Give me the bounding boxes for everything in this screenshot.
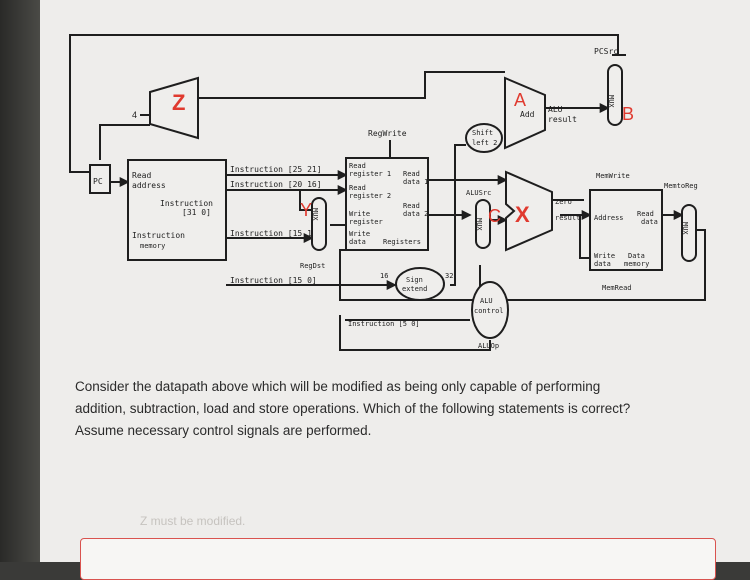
read-address-label: Read	[132, 171, 151, 180]
question-line-1: Consider the datapath above which will b…	[75, 379, 601, 394]
constant-four: 4	[132, 110, 137, 120]
answer-option-box[interactable]	[80, 538, 716, 580]
instr-25-21-label: Instruction [25 21]	[230, 165, 322, 174]
wd-label2: data	[349, 238, 366, 246]
sign-extend-label2: extend	[402, 285, 427, 293]
label-z: Z	[172, 90, 185, 115]
result-label-top: result	[548, 115, 577, 124]
instruction-memory	[127, 159, 227, 261]
read-data-label2: data	[641, 218, 658, 226]
answer-option-hint: Z must be modified.	[140, 514, 246, 528]
read-data-label: Read	[637, 210, 654, 218]
address-label: Address	[594, 214, 624, 222]
instr-5-0-label: Instruction [5 0]	[348, 320, 420, 328]
label-c: C	[488, 206, 501, 226]
data-memory-label2: memory	[624, 260, 649, 268]
add-label: Add	[520, 110, 535, 119]
shift-left-label: Shift	[472, 129, 493, 137]
label-y: Y	[300, 200, 312, 220]
pc-to-adder-wire	[99, 124, 150, 160]
mux-y	[311, 197, 327, 251]
main-alu-x	[505, 170, 553, 252]
sign-extend	[395, 267, 445, 301]
alu-control-label: ALU	[480, 297, 493, 305]
rr1-label2: register 1	[349, 170, 391, 178]
instruction-memory-label2: memory	[140, 242, 165, 250]
question-line-2: addition, subtraction, load and store op…	[75, 401, 631, 416]
datapath-diagram: PCSrc Z 4 A Add ALU result MUX B Shift l…	[69, 34, 706, 351]
wr-label2: register	[349, 218, 383, 226]
label-a: A	[514, 90, 526, 110]
alu-control	[471, 281, 509, 339]
thirtytwo-label: 32	[445, 272, 453, 280]
mux-memtoreg	[681, 204, 697, 262]
dm-write-label: Write	[594, 252, 615, 260]
branch-adder-a	[504, 76, 546, 150]
instruction-bits-label: [31 0]	[182, 208, 211, 217]
instr-15-11-label: Instruction [15 11]	[230, 229, 322, 238]
label-b: B	[622, 104, 634, 124]
memread-label: MemRead	[602, 284, 632, 292]
zero-label: Zero	[555, 198, 572, 206]
rd1-label2: data 1	[403, 178, 428, 186]
photo-shadow	[0, 0, 40, 562]
mux-memtoreg-label: MUX	[681, 222, 689, 235]
dm-write-label2: data	[594, 260, 611, 268]
mux-b	[607, 64, 623, 126]
regwrite-label: RegWrite	[368, 129, 407, 138]
instruction-out-label: Instruction	[160, 199, 213, 208]
rr1-label: Read	[349, 162, 366, 170]
data-memory	[589, 189, 663, 271]
mux-c-label: MUX	[475, 218, 483, 231]
instruction-memory-label: Instruction	[132, 231, 185, 240]
mux-b-label: MUX	[607, 95, 615, 108]
pc-label: PC	[93, 177, 103, 186]
pcsrc-label: PCSrc	[594, 47, 618, 56]
label-x: X	[515, 202, 530, 227]
rr2-label: Read	[349, 184, 366, 192]
mux-c	[475, 199, 491, 249]
memtoreg-label: MemtoReg	[664, 182, 698, 190]
aluop-label: ALUOp	[478, 342, 499, 350]
register-file	[345, 157, 429, 251]
pc-feedback-wire	[69, 34, 619, 173]
memwrite-label: MemWrite	[596, 172, 630, 180]
pc-register	[89, 164, 111, 194]
rd2-label: Read	[403, 202, 420, 210]
rd1-label: Read	[403, 170, 420, 178]
data-memory-label: Data	[628, 252, 645, 260]
read-address-label2: address	[132, 181, 166, 190]
rd2-label2: data 2	[403, 210, 428, 218]
regdst-label: RegDst	[300, 262, 325, 270]
shift-left-2	[465, 123, 503, 153]
question-line-3: Assume necessary control signals are per…	[75, 423, 372, 438]
pc-adder-z	[149, 76, 199, 140]
alu-result-label: result	[555, 214, 580, 222]
alu-control-label2: control	[474, 307, 504, 315]
instr-20-16-label: Instruction [20 16]	[230, 180, 322, 189]
sixteen-label: 16	[380, 272, 388, 280]
alu-label-top: ALU	[548, 105, 563, 114]
wd-label: Write	[349, 230, 370, 238]
branch-wire	[198, 71, 505, 99]
rr2-label2: register 2	[349, 192, 391, 200]
sign-extend-label: Sign	[406, 276, 423, 284]
mux-y-label: MUX	[311, 208, 319, 221]
alusrc-label: ALUSrc	[466, 189, 491, 197]
question-text: Consider the datapath above which will b…	[75, 376, 725, 442]
writeback-wire	[339, 229, 706, 301]
wr-label: Write	[349, 210, 370, 218]
shift-left-label2: left 2	[472, 139, 497, 147]
registers-label: Registers	[383, 238, 421, 246]
instr-15-0-label: Instruction [15 0]	[230, 276, 317, 285]
